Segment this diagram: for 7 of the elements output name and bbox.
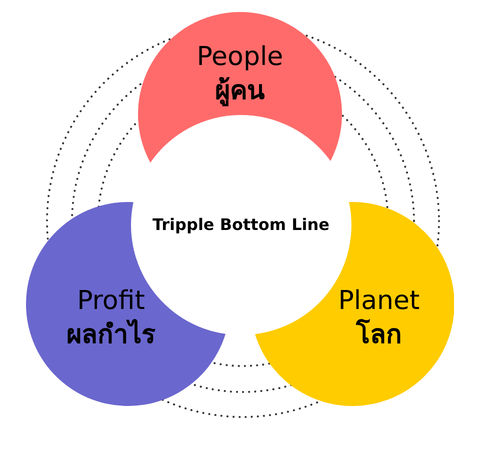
segment-label: Planet	[338, 285, 420, 318]
segment-label: Profit	[77, 285, 145, 318]
thai-label: โลก	[356, 318, 402, 352]
thai-label: ผู้คน	[215, 75, 265, 108]
center-title: Tripple Bottom Line	[152, 214, 330, 236]
segment-label: People	[196, 41, 284, 74]
thai-label: ผลกำไร	[66, 318, 156, 352]
